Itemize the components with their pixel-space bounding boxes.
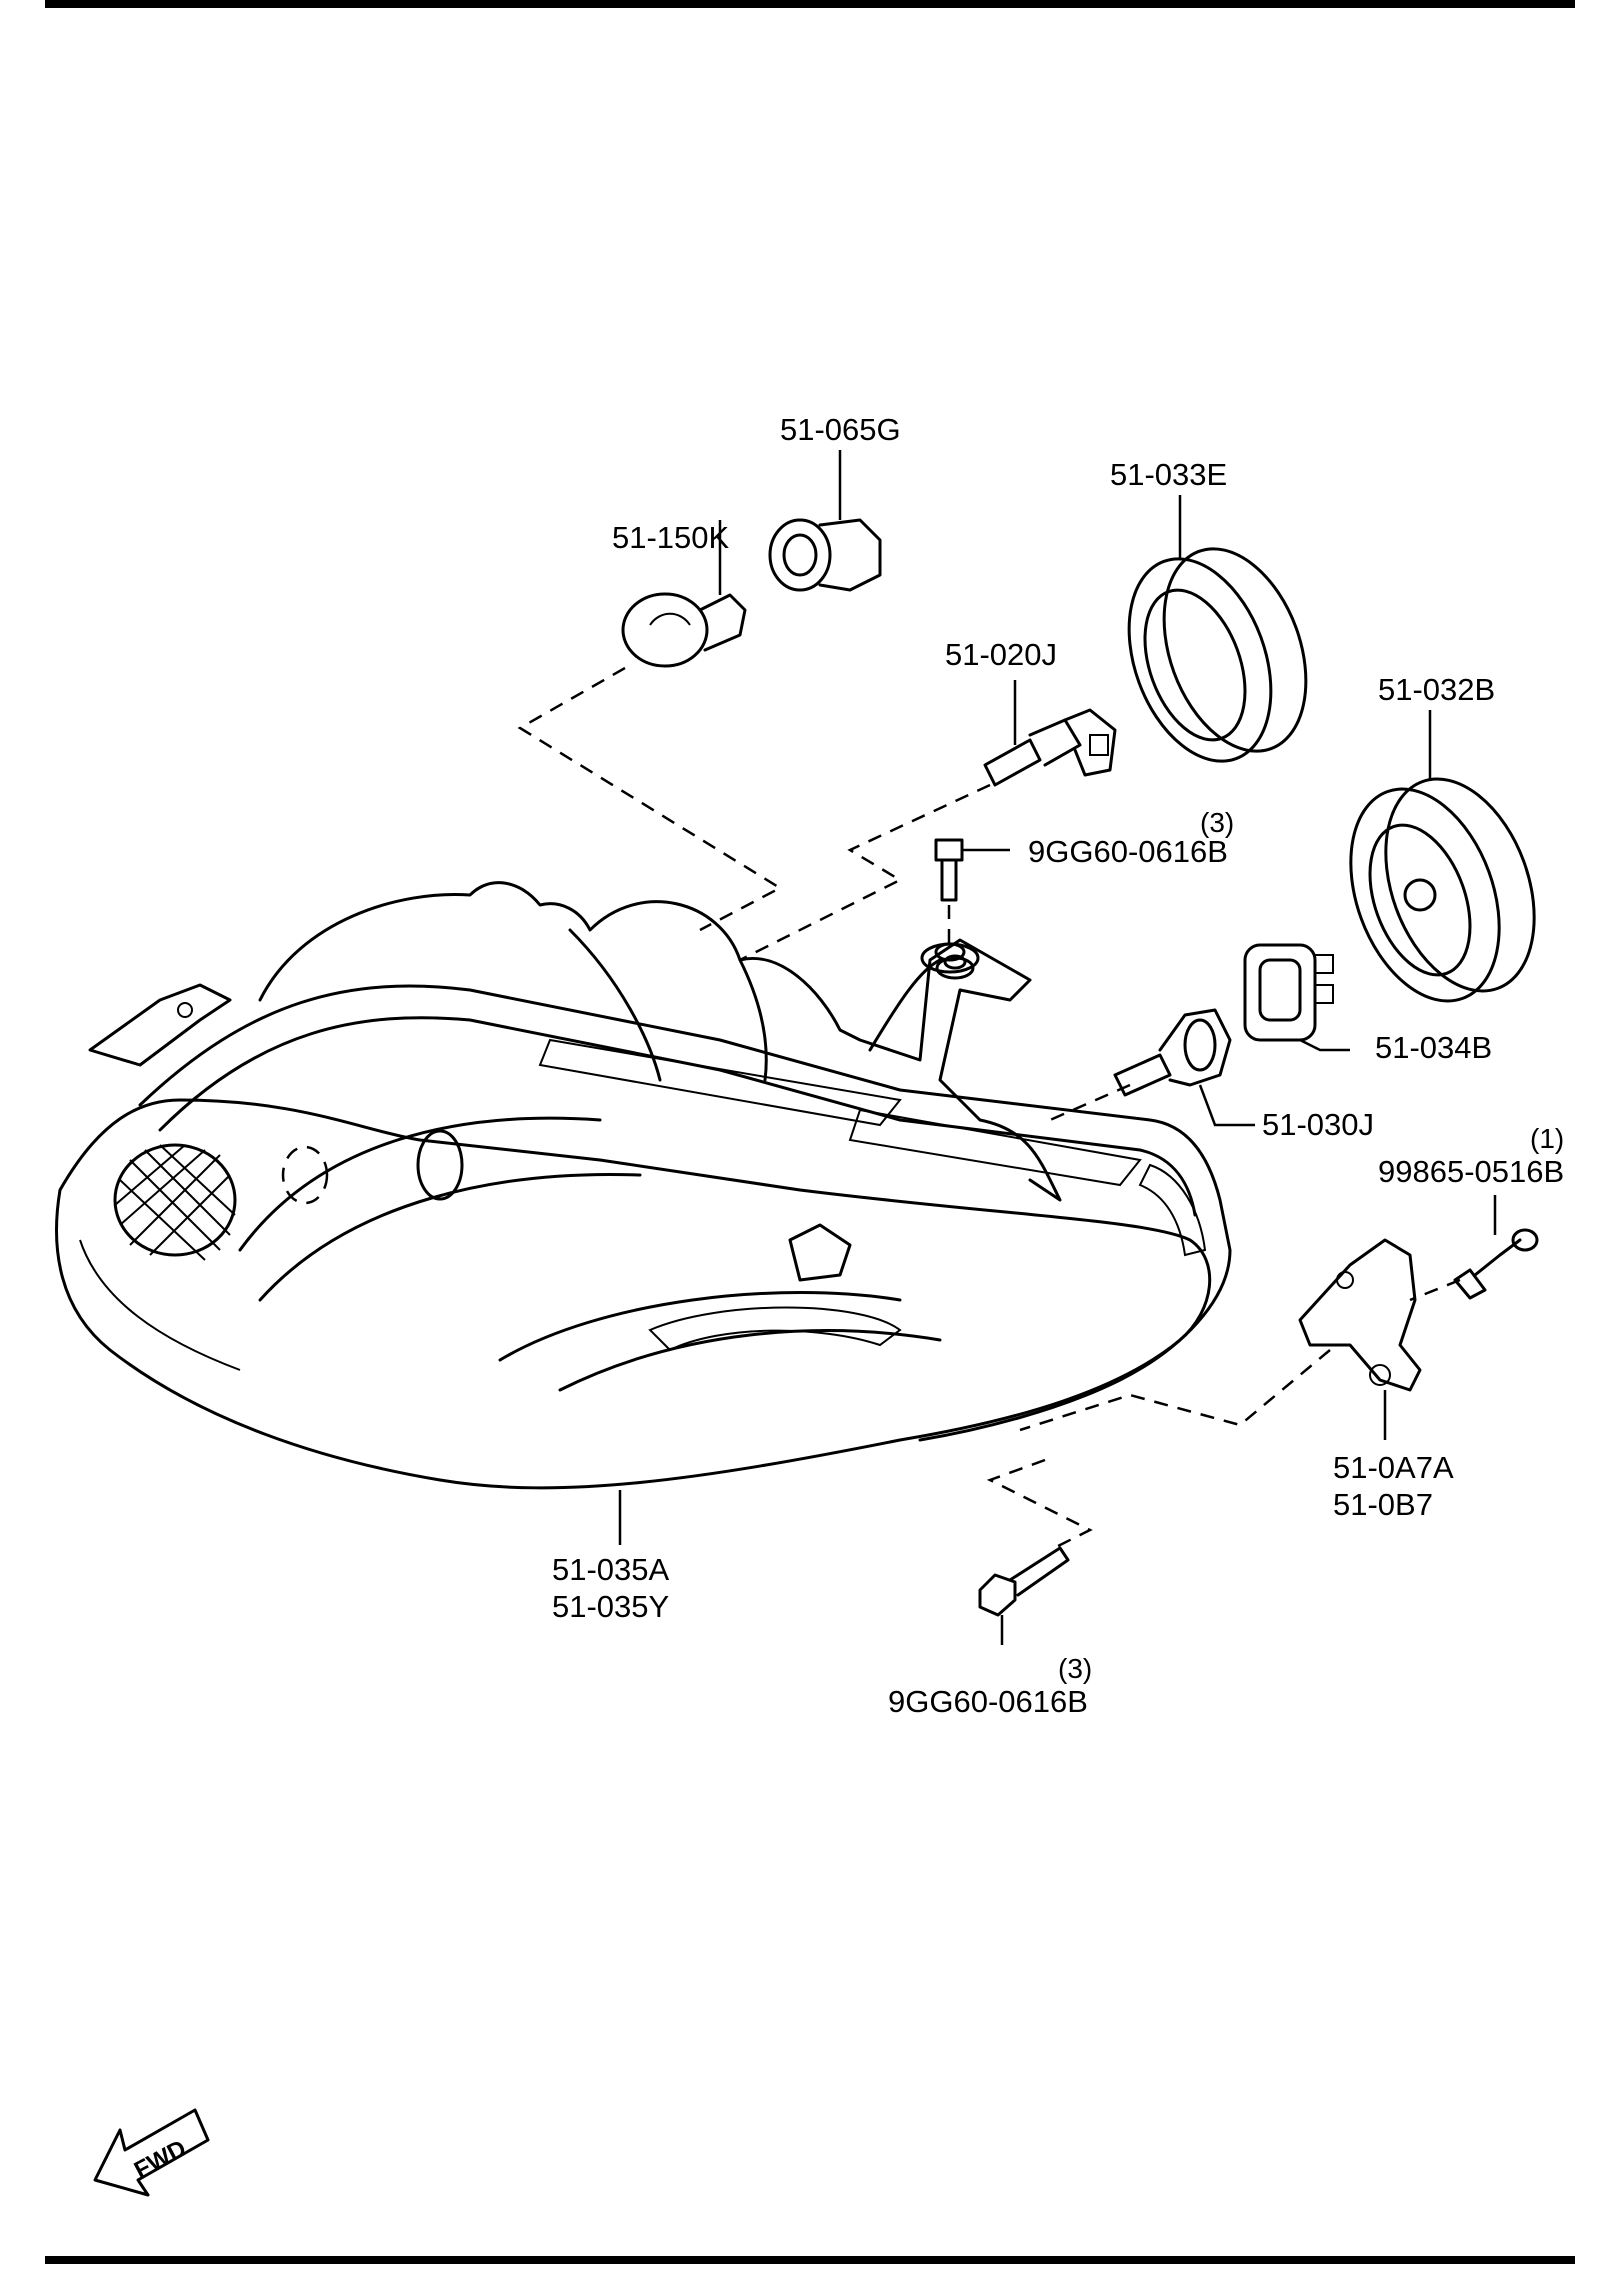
part-label: 51-020J	[945, 637, 1057, 672]
part-label: 51-065G	[780, 412, 901, 447]
part-label: 51-035A	[552, 1552, 670, 1587]
socket-51-065g-drawing	[768, 450, 882, 592]
top-border-rule	[45, 0, 1575, 8]
part-label: 51-0A7A	[1333, 1450, 1454, 1485]
bulb-51-020j-drawing	[983, 680, 1117, 787]
headlamp-assembly-drawing	[55, 881, 1232, 1490]
quantity-label: (3)	[1200, 807, 1234, 838]
cap-51-032b-drawing	[1349, 710, 1536, 1003]
cap-51-033e-drawing	[1127, 495, 1308, 763]
bolt-upper-drawing	[934, 838, 1010, 950]
bottom-border-rule	[45, 2256, 1575, 2264]
part-label: 99865-0516B	[1378, 1154, 1564, 1189]
bulb-51-150k-drawing	[621, 520, 747, 668]
part-label: 51-033E	[1110, 457, 1227, 492]
dashed-connector-lines	[517, 666, 1461, 1552]
side-marker-grid	[113, 1143, 237, 1261]
bulb-51-030j-drawing	[1113, 1008, 1255, 1127]
screw-99865-drawing	[1453, 1195, 1539, 1300]
part-label: 51-150K	[612, 520, 730, 555]
part-labels: 51-065G 51-033E 51-150K 51-020J 51-032B …	[552, 412, 1564, 1719]
part-label: 51-032B	[1378, 672, 1495, 707]
bolt-lower-drawing	[978, 1546, 1070, 1645]
quantity-label: (3)	[1058, 1653, 1092, 1684]
part-label: 51-030J	[1262, 1107, 1374, 1142]
socket-51-034b-drawing	[1243, 943, 1350, 1052]
part-label: 9GG60-0616B	[888, 1684, 1088, 1719]
part-label: 51-034B	[1375, 1030, 1492, 1065]
part-label: 51-0B7	[1333, 1487, 1433, 1522]
part-label: 9GG60-0616B	[1028, 834, 1228, 869]
leveling-bracket-drawing	[1298, 1238, 1422, 1440]
part-label: 51-035Y	[552, 1589, 669, 1624]
forward-arrow-icon: FWD	[93, 2108, 210, 2197]
quantity-label: (1)	[1530, 1123, 1564, 1154]
